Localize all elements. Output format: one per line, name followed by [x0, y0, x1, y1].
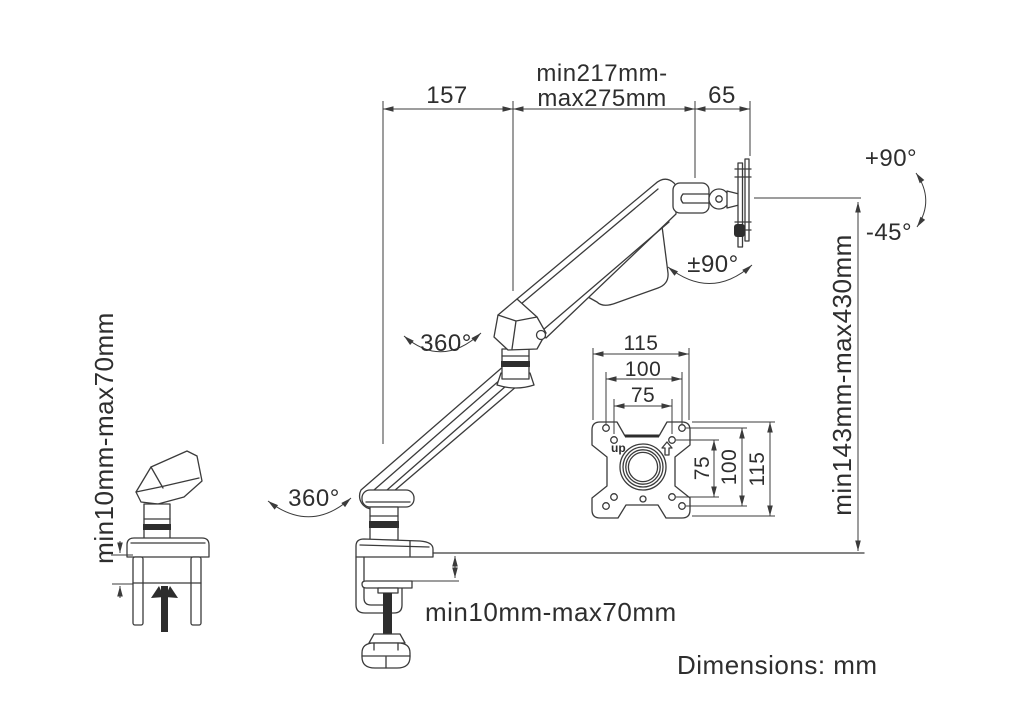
arc-base-rotation: [267, 497, 352, 518]
screw-wing-right: [165, 586, 178, 598]
lower-arm-edge-line-1: [365, 371, 510, 498]
pole-small: [143, 503, 171, 541]
vesa-hole-75: [668, 436, 676, 444]
clamp-jaw: [361, 580, 413, 589]
vesa-plate-edge-rear: [737, 162, 744, 248]
arc-head-swivel: [667, 264, 753, 284]
vesa-hole-center: [639, 495, 647, 503]
pole-small-band: [143, 524, 171, 530]
arc-tilt-range: [915, 172, 927, 228]
head-cup-outline: [135, 450, 203, 505]
vesa-up-label: up: [611, 441, 626, 455]
dim-reach-label-line1: min217mm-: [536, 60, 667, 87]
clamp-top-inner-line: [359, 544, 430, 548]
screw-wing-left: [151, 586, 164, 598]
vesa-plate-front-view: [591, 421, 691, 519]
clamp-side-detail-view: [111, 450, 210, 632]
angle-base-rotation-label: 360°: [288, 485, 340, 512]
base-pole-band: [369, 521, 399, 528]
dimension-annotations: [267, 101, 927, 582]
clamp-top-plate: [355, 538, 434, 558]
clevis-slot-end: [680, 193, 684, 204]
monitor-arm-side-view: [355, 158, 752, 669]
clamp-leg-left: [132, 556, 144, 626]
angle-elbow-rotation-label: 360°: [420, 330, 472, 357]
head-cup-facet-line: [150, 466, 164, 489]
head-clevis: [672, 182, 710, 214]
vesa-center-ring: [625, 449, 661, 485]
dim-reach-label-line2: max275mm: [537, 85, 666, 112]
dim-65-label: 65: [708, 82, 736, 109]
vesa-width-100-label: 100: [625, 358, 662, 381]
base-foot: [361, 489, 415, 508]
vesa-hole-75: [668, 493, 676, 501]
dim-157-label: 157: [426, 82, 468, 109]
angle-tilt-down-label: -45°: [866, 219, 912, 246]
vesa-hole-100: [602, 424, 610, 432]
up-arrow-icon: [661, 441, 673, 456]
elbow-pivot: [535, 329, 547, 341]
upper-arm-edge-line-1: [520, 188, 659, 305]
clamp-c-inner: [363, 556, 391, 606]
clamp-screw-nut: [377, 587, 399, 594]
vesa-hole-100: [678, 424, 686, 432]
head-cup-rim-line: [135, 477, 200, 493]
vesa-height-115-label: 115: [746, 452, 769, 487]
lower-arm: [358, 364, 521, 510]
upper-arm-edge-line-2: [542, 221, 670, 331]
arc-elbow-rotation: [403, 332, 482, 353]
vesa-hole-100: [678, 502, 686, 510]
clamp-top-small: [126, 537, 210, 558]
lower-arm-edge-line-2: [370, 378, 515, 505]
units-note: Dimensions: mm: [677, 650, 878, 680]
head-pivot-inner: [715, 195, 723, 203]
clamp-c-outer: [355, 556, 403, 614]
clamp-leg-right: [190, 556, 202, 626]
vesa-plate-edge-front: [744, 158, 750, 242]
vesa-hole-100: [602, 502, 610, 510]
vesa-hole-75: [610, 436, 618, 444]
angle-head-swivel-label: ±90°: [687, 251, 738, 278]
labels: 157 min217mm- max275mm 65 +90° -45° ±90°…: [89, 60, 917, 680]
vesa-center-ring: [619, 443, 667, 491]
vesa-height-75-label: 75: [691, 456, 714, 480]
clamp-screw-small: [161, 586, 168, 632]
dim-clamp-range-left-label: min10mm-max70mm: [89, 312, 119, 564]
vesa-height-100-label: 100: [718, 449, 741, 486]
angle-tilt-up-label: +90°: [865, 145, 917, 172]
dim-clamp-range-bottom-label: min10mm-max70mm: [425, 597, 677, 627]
clamp-screw-rod: [383, 593, 392, 640]
elbow-block-facet-2: [511, 320, 517, 350]
tilt-knob: [734, 224, 745, 237]
vesa-hole-75: [610, 493, 618, 501]
vesa-width-115-label: 115: [624, 332, 659, 355]
elbow-block: [493, 298, 547, 351]
elbow-cylinder-band: [501, 361, 530, 367]
dim-height-range-label: min143mm-max430mm: [827, 234, 857, 516]
vesa-center-ring: [627, 451, 659, 483]
head-link: [726, 190, 740, 209]
clamp-screw-collar: [368, 633, 406, 644]
vesa-width-75-label: 75: [631, 384, 655, 407]
vesa-center-ring: [622, 446, 664, 488]
